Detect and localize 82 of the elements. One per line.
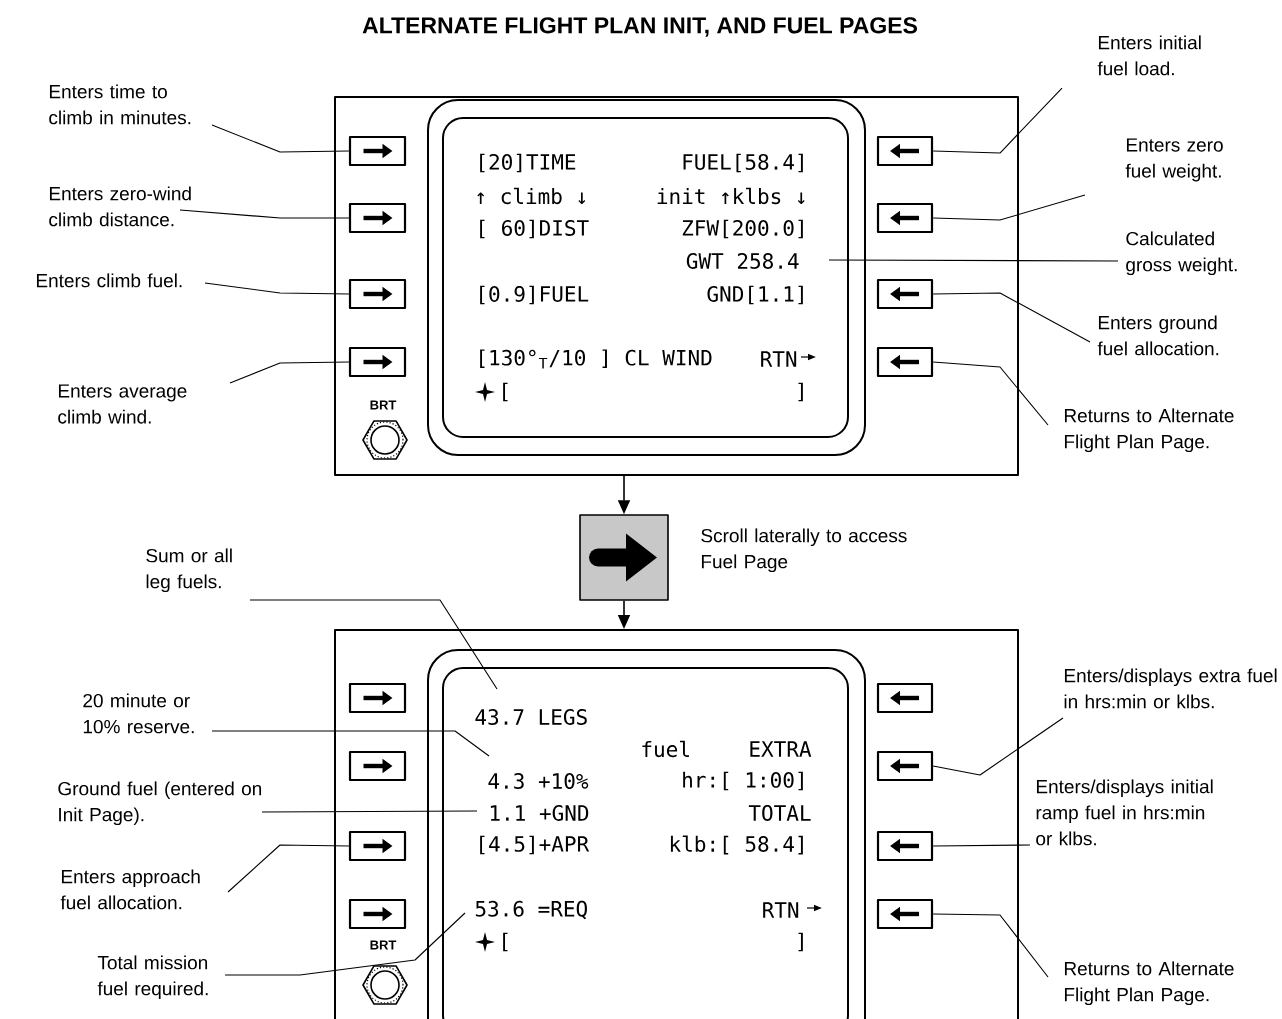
leader-line — [932, 87, 1063, 154]
line-select-key — [348, 346, 407, 378]
screen-text: fuel — [642, 740, 689, 758]
knob-label: BRT — [370, 400, 397, 410]
screen-text: RTN — [763, 902, 799, 918]
callout-text: Enters ground fuel allocation. — [1097, 315, 1219, 356]
line-select-key — [348, 202, 407, 234]
panel-frame — [334, 629, 1019, 1019]
screen-text: EXTRA — [750, 741, 812, 757]
callout-text: Enters average climb wind. — [58, 384, 187, 424]
screen-text: GND[1.1] — [707, 285, 803, 305]
screen-text: ] — [798, 382, 803, 402]
leader-line — [932, 194, 1086, 221]
callout-text: Enters time to climb in minutes. — [49, 84, 191, 125]
line-select-key — [876, 750, 934, 782]
note-text: Scroll laterally to access Fuel Page — [701, 528, 907, 573]
screen-text: FUEL[58.4] — [683, 153, 803, 173]
screen-text: ] — [798, 932, 803, 952]
screen-text: ↑ climb ↓ — [477, 187, 586, 205]
leader-line — [828, 259, 1119, 262]
screen-text: init ↑klbs ↓ — [657, 187, 805, 205]
screen-text: [ 60]DIST — [480, 219, 589, 239]
screen-text: GWT 258.4 — [686, 253, 799, 269]
screen-text: TOTAL — [748, 805, 811, 821]
screen-text: 4.3 +10% — [488, 773, 589, 789]
screen-text: [ — [503, 932, 508, 952]
screen-text: RTN — [761, 351, 797, 367]
panel-frame — [334, 96, 1019, 476]
leader-line — [249, 599, 498, 690]
leader-line — [204, 282, 350, 295]
line-select-key — [348, 682, 407, 714]
line-select-key — [876, 898, 934, 930]
leader-line — [932, 361, 1049, 426]
callout-text: Returns to Alternate Flight Plan Page. — [1064, 408, 1234, 453]
leader-line — [224, 912, 466, 976]
leader-line — [179, 209, 350, 219]
callout-text: Sum or all leg fuels. — [146, 548, 232, 593]
leader-line — [229, 361, 350, 384]
line-select-key — [348, 135, 407, 167]
callout-text: Enters approach fuel allocation. — [60, 869, 200, 910]
line-select-key — [876, 135, 934, 167]
callout-text: Enters/displays initial ramp fuel in hrs:min or klbs. — [1036, 779, 1213, 846]
leader-line — [932, 717, 1064, 776]
callout-text: Ground fuel (entered on Init Page). — [58, 781, 262, 826]
line-select-key — [348, 830, 407, 862]
leader-line — [211, 730, 490, 757]
leader-line — [211, 124, 350, 153]
screen-text: klb:[ 58.4] — [670, 835, 803, 855]
callout-text: Enters/displays extra fuel in hrs:min or klbs. — [1064, 668, 1277, 709]
screen-text: [0.9]FUEL — [480, 285, 589, 305]
leader-line — [932, 292, 1091, 343]
leader-line — [261, 810, 478, 813]
line-select-key — [876, 346, 934, 378]
callout-text: 20 minute or 10% reserve. — [83, 693, 194, 734]
screen-text: [4.5]+APR — [480, 835, 590, 855]
line-select-key — [348, 750, 407, 782]
callout-text: Returns to Alternate Flight Plan Page. — [1064, 961, 1234, 1006]
screen-text: ZFW[200.0] — [682, 219, 803, 239]
title: ALTERNATE FLIGHT PLAN INIT, AND FUEL PAGES — [362, 17, 917, 37]
line-select-key — [348, 898, 407, 930]
knob-label: BRT — [370, 940, 397, 950]
line-select-key — [876, 682, 934, 714]
screen-text: 1.1 +GND — [490, 805, 589, 821]
callout-text: Calculated gross weight. — [1126, 231, 1237, 276]
screen-text: hr:[ 1:00] — [683, 771, 803, 791]
line-select-key — [348, 278, 407, 310]
callout-text: Enters zero fuel weight. — [1125, 138, 1223, 182]
screen-text: 53.6 =REQ — [475, 900, 587, 920]
leader-line — [932, 913, 1049, 978]
callout-text: Enters initial fuel load. — [1097, 35, 1201, 76]
line-select-key — [876, 202, 934, 234]
callout-text: Total mission fuel required. — [97, 955, 208, 1000]
callout-text: Enters zero-wind climb distance. — [49, 186, 191, 227]
line-select-key — [876, 830, 934, 862]
screen-text: [ — [503, 382, 508, 402]
screen-text: 43.7 LEGS — [475, 709, 587, 725]
leader-line — [932, 844, 1031, 847]
callout-text: Enters climb fuel. — [37, 273, 182, 288]
leader-line — [227, 844, 350, 893]
screen-text: [130°$_{T}$/10 ] CL WIND — [480, 349, 712, 369]
screen-text: [20]TIME — [480, 153, 576, 173]
line-select-key — [876, 278, 934, 310]
